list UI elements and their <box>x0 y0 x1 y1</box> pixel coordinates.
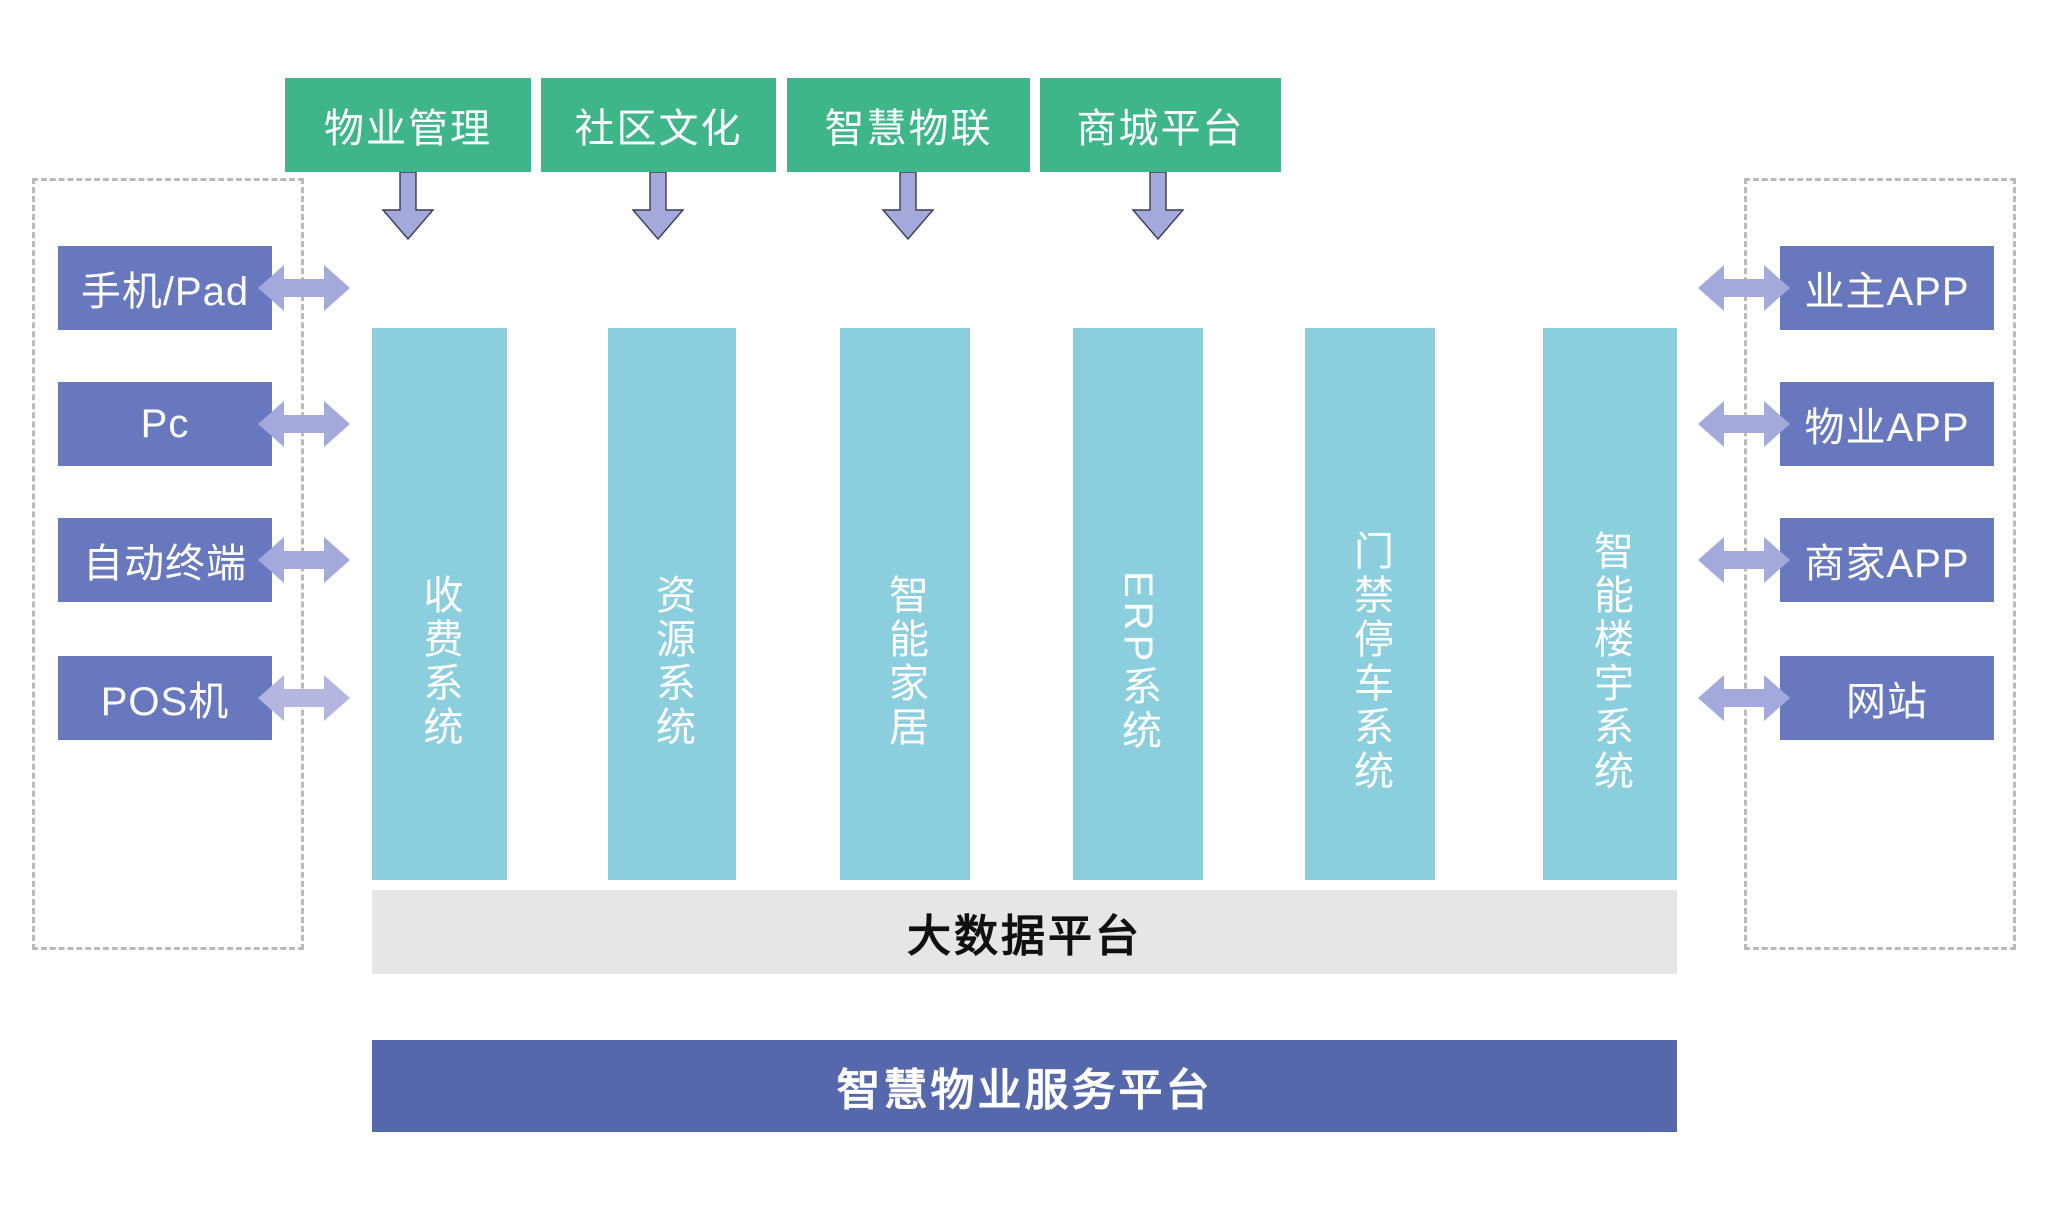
module-box-community-culture[interactable]: 社区文化 <box>541 78 776 172</box>
down-arrow-icon <box>1131 171 1185 241</box>
client-label: 网站 <box>1846 680 1928 724</box>
system-column-charging[interactable]: 收费系统 <box>372 328 507 880</box>
system-column-resource[interactable]: 资源系统 <box>608 328 736 880</box>
double-arrow-icon <box>258 532 350 588</box>
double-arrow-icon <box>1698 670 1790 726</box>
client-label: 业主APP <box>1804 270 1970 314</box>
double-arrow-icon <box>258 260 350 316</box>
down-arrow-icon <box>631 171 685 241</box>
client-box-mobile-pad[interactable]: 手机/Pad <box>58 246 272 330</box>
double-arrow-icon <box>1698 260 1790 316</box>
client-label: Pc <box>140 401 190 446</box>
client-label: 商家APP <box>1804 542 1970 586</box>
system-column-access-parking[interactable]: 门禁停车系统 <box>1305 328 1435 880</box>
module-label: 智慧物联 <box>824 107 993 151</box>
system-column-smart-building[interactable]: 智能楼宇系统 <box>1543 328 1677 880</box>
system-column-label: ERP系统 <box>1116 570 1160 754</box>
service-platform-label: 智慧物业服务平台 <box>836 1066 1213 1115</box>
double-arrow-icon <box>258 670 350 726</box>
system-column-label: 智能楼宇系统 <box>1588 530 1632 794</box>
double-arrow-icon <box>1698 396 1790 452</box>
client-label: POS机 <box>100 680 230 724</box>
module-box-mall-platform[interactable]: 商城平台 <box>1040 78 1281 172</box>
client-label: 自动终端 <box>83 542 247 586</box>
down-arrow-icon <box>381 171 435 241</box>
system-column-label: 资源系统 <box>650 574 694 750</box>
module-box-smart-iot[interactable]: 智慧物联 <box>787 78 1030 172</box>
double-arrow-icon <box>1698 532 1790 588</box>
bigdata-platform-bar: 大数据平台 <box>372 890 1677 974</box>
client-box-pc[interactable]: Pc <box>58 382 272 466</box>
system-column-erp[interactable]: ERP系统 <box>1073 328 1203 880</box>
service-platform-bar: 智慧物业服务平台 <box>372 1040 1677 1132</box>
bigdata-platform-label: 大数据平台 <box>907 912 1142 961</box>
client-box-owner-app[interactable]: 业主APP <box>1780 246 1994 330</box>
client-box-pos[interactable]: POS机 <box>58 656 272 740</box>
system-column-smart-home[interactable]: 智能家居 <box>840 328 970 880</box>
down-arrow-icon <box>881 171 935 241</box>
system-column-label: 收费系统 <box>417 574 462 750</box>
module-label: 商城平台 <box>1076 107 1245 151</box>
double-arrow-icon <box>258 396 350 452</box>
client-box-self-service-terminal[interactable]: 自动终端 <box>58 518 272 602</box>
client-box-property-app[interactable]: 物业APP <box>1780 382 1994 466</box>
system-column-label: 智能家居 <box>883 574 927 750</box>
system-column-label: 门禁停车系统 <box>1348 530 1392 794</box>
module-label: 物业管理 <box>324 107 492 151</box>
module-label: 社区文化 <box>574 107 743 151</box>
client-box-website[interactable]: 网站 <box>1780 656 1994 740</box>
client-label: 物业APP <box>1804 406 1970 450</box>
client-label: 手机/Pad <box>80 270 250 314</box>
module-box-property-management[interactable]: 物业管理 <box>285 78 531 172</box>
client-box-merchant-app[interactable]: 商家APP <box>1780 518 1994 602</box>
